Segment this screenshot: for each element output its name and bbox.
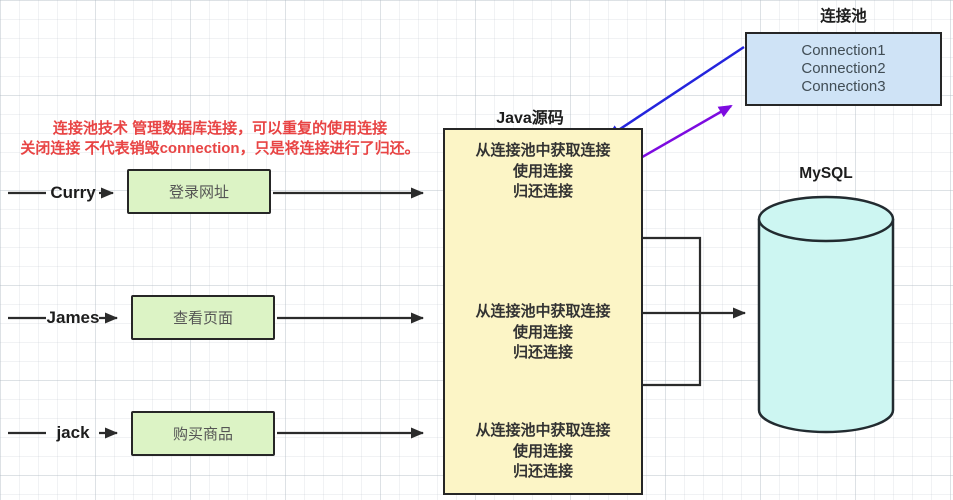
action-box-buy-goods-label: 购买商品 bbox=[172, 426, 233, 443]
step-return-connection: 归还连接 bbox=[512, 463, 573, 480]
pool-title: 连接池 bbox=[820, 8, 867, 25]
step-get-connection: 从连接池中获取连接 bbox=[475, 303, 611, 320]
java-source-box bbox=[443, 128, 643, 495]
user-label-jack: jack bbox=[56, 423, 90, 442]
step-use-connection: 使用连接 bbox=[512, 162, 573, 180]
action-box-buy-goods: 购买商品 bbox=[131, 411, 275, 456]
action-box-login-label: 登录网址 bbox=[168, 184, 229, 201]
action-box-view-page-label: 查看页面 bbox=[172, 310, 233, 327]
java-step-group-2: 从连接池中获取连接 使用连接 归还连接 bbox=[443, 302, 643, 364]
step-use-connection: 使用连接 bbox=[512, 442, 573, 460]
connection-list: Connection1 Connection2 Connection3 bbox=[745, 42, 942, 96]
action-box-login: 登录网址 bbox=[127, 169, 271, 214]
java-loop-connector bbox=[643, 236, 702, 387]
connection-item-1: Connection1 bbox=[801, 42, 886, 59]
step-get-connection: 从连接池中获取连接 bbox=[475, 422, 611, 439]
mysql-cylinder bbox=[757, 195, 895, 434]
note-line-1: 连接池技术 管理数据库连接，可以重复的使用连接 bbox=[52, 120, 388, 137]
step-use-connection: 使用连接 bbox=[512, 323, 573, 341]
connection-pool-box bbox=[745, 32, 942, 106]
connection-item-2: Connection2 bbox=[801, 60, 886, 77]
step-get-connection: 从连接池中获取连接 bbox=[475, 142, 611, 159]
user-label-james: James bbox=[46, 308, 100, 327]
connection-item-3: Connection3 bbox=[801, 78, 886, 95]
action-box-view-page: 查看页面 bbox=[131, 295, 275, 340]
mysql-cylinder-body bbox=[757, 219, 895, 434]
mysql-cylinder-top bbox=[757, 195, 895, 243]
step-return-connection: 归还连接 bbox=[512, 183, 573, 200]
java-step-group-1: 从连接池中获取连接 使用连接 归还连接 bbox=[443, 141, 643, 203]
pool-to-java-arrow bbox=[606, 45, 745, 139]
java-box-title: Java源码 bbox=[496, 110, 564, 127]
note-text: 连接池技术 管理数据库连接，可以重复的使用连接 关闭连接 不代表销毁connec… bbox=[14, 119, 426, 158]
note-line-2: 关闭连接 不代表销毁connection，只是将连接进行了归还。 bbox=[20, 139, 420, 157]
mysql-label: MySQL bbox=[799, 165, 853, 182]
step-return-connection: 归还连接 bbox=[512, 344, 573, 361]
java-step-group-3: 从连接池中获取连接 使用连接 归还连接 bbox=[443, 421, 643, 483]
user-label-curry: Curry bbox=[50, 183, 96, 202]
